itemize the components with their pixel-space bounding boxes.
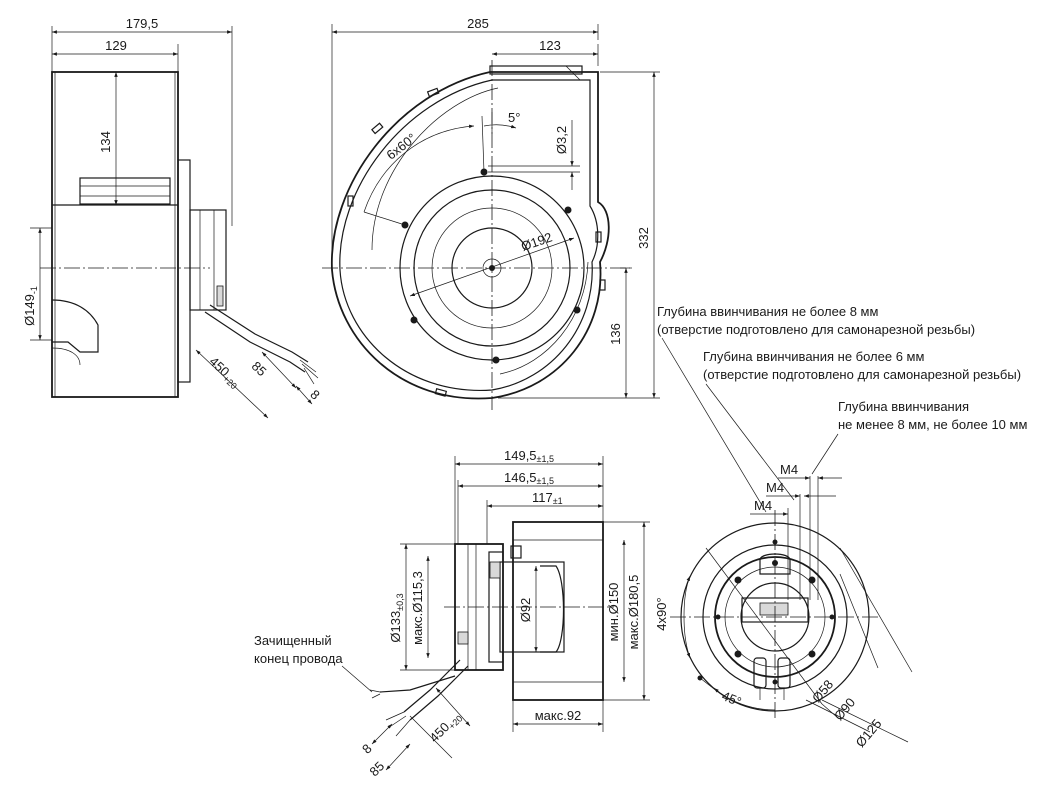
svg-text:117±1: 117±1 [532, 490, 563, 506]
motor-side-view: 149,5±1,5 146,5±1,5 117±1 Ø133±0,3 макс.… [359, 448, 650, 779]
motor-max-dia-1153-label: макс.Ø115,3 [410, 571, 425, 645]
front-circle-dia-label: Ø192 [519, 229, 554, 254]
front-angle-small-label: 5° [508, 110, 520, 125]
motor-max-dia-1805-label: макс.Ø180,5 [626, 575, 641, 650]
motor-total-length-label: 149,5 [504, 448, 537, 463]
motor-dia-92-label: Ø92 [518, 598, 533, 623]
side-inlet-dia-tol: -1 [29, 286, 39, 294]
m4-thread-a-label: M4 [780, 462, 798, 477]
side-overall-width-label: 179,5 [126, 16, 159, 31]
front-outlet-width-label: 123 [539, 38, 561, 53]
front-center-height-label: 136 [608, 323, 623, 345]
side-wire-strip-label: 8 [307, 387, 323, 403]
end-dia-125-label: Ø125 [853, 716, 885, 750]
svg-text:149,5±1,5: 149,5±1,5 [504, 448, 554, 464]
motor-cable-strip-label: 85 [366, 758, 387, 779]
side-housing-width-label: 129 [105, 38, 127, 53]
end-dia-90-label: Ø90 [831, 695, 858, 723]
front-view: 6x60° 5° Ø3,2 Ø192 285 123 332 136 [322, 16, 660, 410]
svg-text:Ø133±0,3: Ø133±0,3 [388, 593, 405, 642]
motor-flange-dia-label: Ø133 [388, 611, 403, 643]
motor-min-dia-150-label: мин.Ø150 [606, 583, 621, 642]
motor-total-length-tol: ±1,5 [537, 454, 554, 464]
notes: Глубина ввинчивания не более 8 мм (отвер… [254, 304, 1027, 693]
note2-line1: Глубина ввинчивания не более 6 мм [703, 349, 924, 364]
motor-length2-tol: ±1,5 [537, 476, 554, 486]
side-inlet-dia-label: Ø149 [22, 294, 37, 326]
stripped-end-line1: Зачищенный [254, 633, 332, 648]
motor-flange-dia-tol: ±0,3 [395, 593, 405, 610]
svg-text:450+20: 450+20 [205, 354, 244, 392]
svg-text:Ø149-1: Ø149-1 [22, 286, 39, 326]
note1-line1: Глубина ввинчивания не более 8 мм [657, 304, 878, 319]
m4-thread-c-label: M4 [754, 498, 772, 513]
svg-text:146,5±1,5: 146,5±1,5 [504, 470, 554, 486]
end-angle-pattern-label: 4x90° [654, 597, 669, 630]
stripped-end-line2: конец провода [254, 651, 343, 666]
note3-line1: Глубина ввинчивания [838, 399, 969, 414]
side-view: 179,5 129 134 Ø149-1 450+20 85 8 [22, 16, 323, 419]
m4-thread-b-label: M4 [766, 480, 784, 495]
front-hole-dia-label: Ø3,2 [554, 126, 569, 154]
side-outlet-height-label: 134 [98, 131, 113, 153]
front-overall-height-label: 332 [636, 227, 651, 249]
motor-length3-tol: ±1 [553, 496, 563, 506]
note3-line2: не менее 8 мм, не более 10 мм [838, 417, 1027, 432]
note1-line2: (отверстие подготовлено для самонарезной… [657, 322, 975, 337]
svg-text:450+20: 450+20 [426, 708, 464, 746]
side-cable-strip-label: 85 [249, 358, 270, 379]
motor-length2-label: 146,5 [504, 470, 537, 485]
motor-length3-label: 117 [532, 490, 553, 505]
front-overall-width-label: 285 [467, 16, 489, 31]
note2-line2: (отверстие подготовлено для самонарезной… [703, 367, 1021, 382]
motor-end-view: M4 M4 M4 4x90° 45° Ø58 Ø90 Ø125 [654, 462, 913, 750]
end-dia-58-label: Ø58 [809, 677, 836, 705]
end-angle-45-label: 45° [720, 688, 744, 709]
motor-max-92-label: макс.92 [535, 708, 582, 723]
